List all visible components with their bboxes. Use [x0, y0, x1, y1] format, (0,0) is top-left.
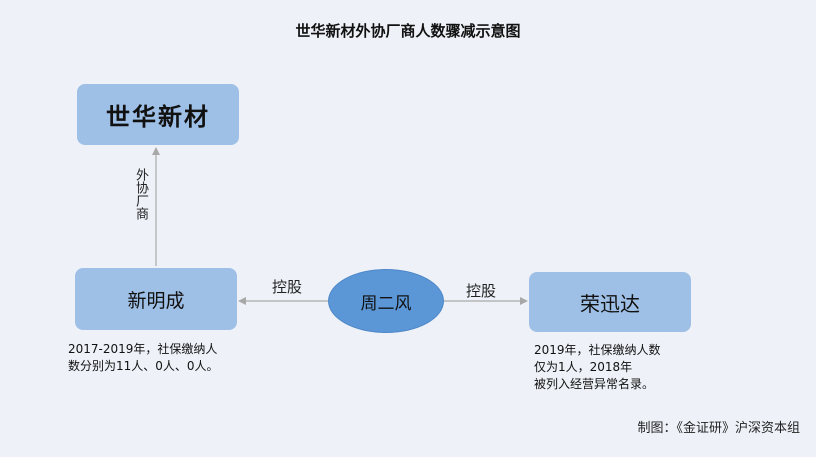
note-line: 2019年，社保缴纳人数 — [534, 343, 661, 357]
credit-text: 制图：《金证研》沪深资本组 — [637, 421, 800, 436]
note-rongxunda: 2019年，社保缴纳人数 仅为1人，2018年 被列入经营异常名录。 — [534, 342, 714, 393]
diagram-title: 世华新材外协厂商人数骤减示意图 — [295, 22, 521, 40]
note-xinmingcheng: 2017-2019年，社保缴纳人 数分别为11人、0人、0人。 — [68, 341, 268, 375]
node-zhouerfeng: 周二风 — [328, 269, 444, 333]
note-line: 仅为1人，2018年 — [534, 360, 633, 374]
note-line: 数分别为11人、0人、0人。 — [68, 359, 219, 373]
edge-label-kong-left: 控股 — [272, 278, 303, 296]
edge-label-waixie: 外协厂商 — [133, 168, 148, 220]
note-line: 2017-2019年，社保缴纳人 — [68, 342, 218, 356]
node-shihua: 世华新材 — [77, 84, 239, 145]
node-rongxunda: 荣迅达 — [529, 272, 691, 332]
note-line: 被列入经营异常名录。 — [534, 377, 655, 391]
edge-label-kong-right: 控股 — [466, 282, 497, 300]
node-xinmingcheng: 新明成 — [75, 268, 237, 330]
